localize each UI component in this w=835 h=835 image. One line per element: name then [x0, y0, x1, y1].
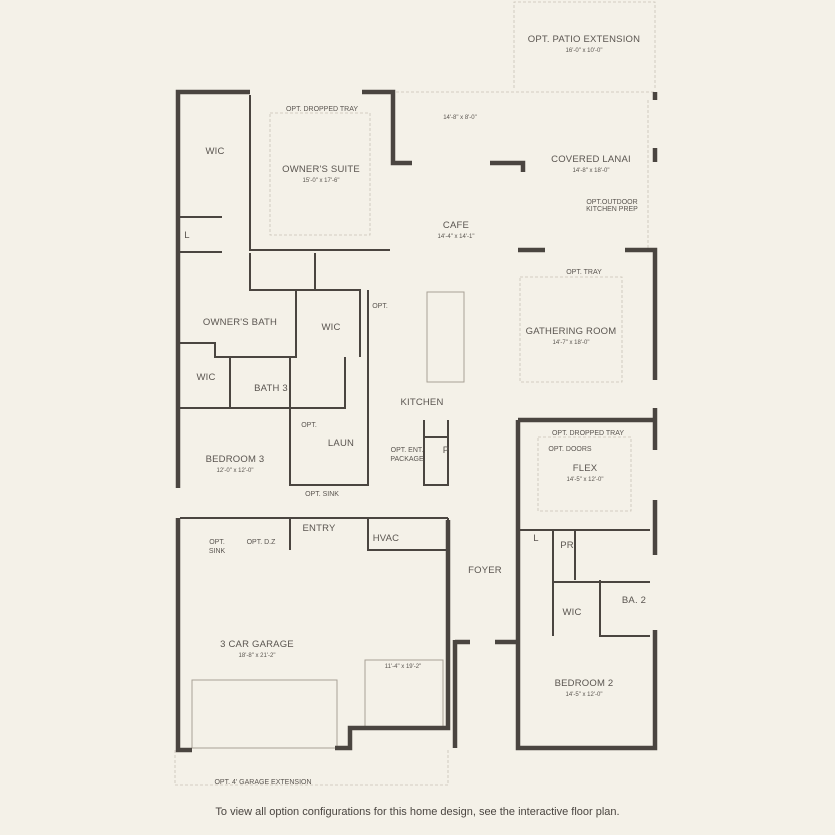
gathering-dim: 14'-7" x 18'-0" [553, 340, 590, 346]
entry-label: ENTRY [302, 523, 335, 534]
opt-sink-label: OPT. SINK [305, 491, 339, 498]
pr-label: PR [560, 540, 574, 551]
hvac-label: HVAC [373, 533, 400, 544]
garage-dim: 18'-8" x 21'-2" [239, 653, 276, 659]
option-outlines [174, 1, 656, 786]
flex-dim: 14'-5" x 12'-0" [567, 477, 604, 483]
garage-sink-2: SINK [209, 548, 226, 555]
flex-note2: OPT. DOORS [548, 446, 592, 453]
wic1-label: WIC [205, 146, 224, 157]
bedroom3-label: BEDROOM 3 [206, 454, 265, 465]
gathering-note: OPT. TRAY [566, 269, 602, 276]
ent-package-2: PACKAGE [390, 456, 424, 463]
owners-bath-label: OWNER'S BATH [203, 317, 277, 328]
lanai-note2: KITCHEN PREP [586, 206, 638, 213]
garage-label: 3 CAR GARAGE [220, 639, 294, 650]
gathering-label: GATHERING ROOM [526, 326, 617, 337]
garage-bay-dim: 11'-4" x 19'-2" [385, 664, 421, 670]
ent-package-1: OPT. ENT. [391, 447, 424, 454]
laun-label: LAUN [328, 438, 354, 449]
laun-note: OPT. [301, 422, 317, 429]
owners-suite-dim: 15'-0" x 17'-6" [303, 178, 340, 184]
pantry-label: P [443, 445, 450, 456]
flex-label: FLEX [573, 463, 598, 474]
exterior-walls [175, 89, 658, 753]
lanai-label: COVERED LANAI [551, 154, 631, 165]
lanai-note1: OPT.OUTDOOR [586, 199, 637, 206]
wic4-label: WIC [562, 607, 581, 618]
island [191, 291, 465, 749]
ba2-label: BA. 2 [622, 595, 646, 606]
cafe-label: CAFE [443, 220, 469, 231]
interior-walls [180, 95, 650, 637]
room-labels: OPT. PATIO EXTENSION 16'-0" x 10'-0" 14'… [184, 34, 646, 786]
wic3-label: WIC [196, 372, 215, 383]
flex-note1: OPT. DROPPED TRAY [552, 430, 624, 437]
kitchen-label: KITCHEN [400, 397, 443, 408]
caption: To view all option configurations for th… [215, 806, 620, 818]
cafe-dim: 14'-4" x 14'-1" [438, 234, 475, 240]
bedroom2-dim: 14'-5" x 12'-0" [566, 692, 603, 698]
lanai-ext-dim: 14'-8" x 8'-0" [443, 115, 477, 121]
bedroom3-dim: 12'-0" x 12'-0" [217, 468, 254, 474]
bedroom2-label: BEDROOM 2 [555, 678, 614, 689]
bath3-label: BATH 3 [254, 383, 288, 394]
garage-sink-1: OPT. [209, 539, 225, 546]
opt-small-label: OPT. [372, 303, 388, 310]
opt-dz-label: OPT. D.Z [247, 539, 277, 546]
linen1-label: L [184, 230, 189, 241]
lanai-dim: 14'-8" x 18'-0" [573, 168, 610, 174]
foyer-label: FOYER [468, 565, 502, 576]
wic2-label: WIC [321, 322, 340, 333]
owners-suite-label: OWNER'S SUITE [282, 164, 360, 175]
garage-ext-label: OPT. 4' GARAGE EXTENSION [214, 779, 311, 786]
patio-label: OPT. PATIO EXTENSION [528, 34, 640, 45]
linen2-label: L [533, 533, 538, 544]
owners-suite-note: OPT. DROPPED TRAY [286, 106, 358, 113]
patio-dim: 16'-0" x 10'-0" [566, 48, 603, 54]
